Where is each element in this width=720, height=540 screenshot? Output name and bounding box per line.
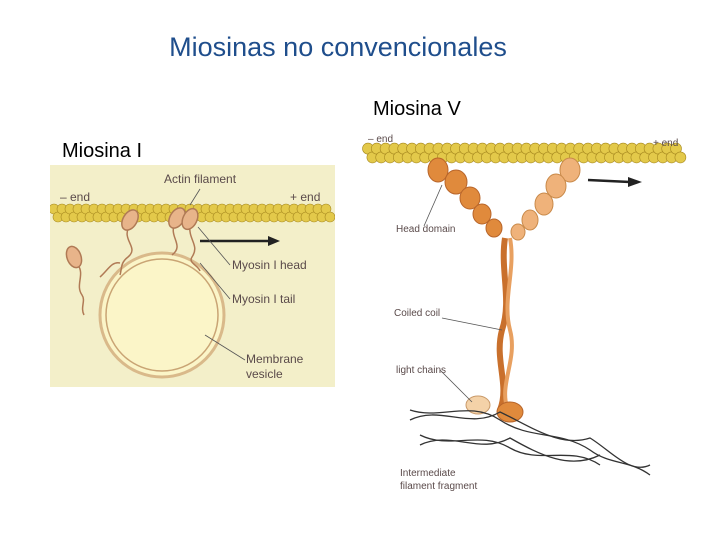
head-segment — [427, 157, 449, 183]
myosin-i-head-1 — [121, 209, 139, 231]
head-segment — [534, 192, 554, 216]
myosin-i-tail-1 — [119, 224, 133, 276]
head-segment — [521, 209, 539, 231]
coiled-coil-label: Coiled coil — [394, 308, 440, 319]
myosin-v-right-head — [510, 157, 581, 241]
vesicle-label: vesicle — [246, 367, 283, 381]
movement-arrow-v — [587, 178, 631, 184]
intermediate-label: Intermediate — [400, 468, 456, 479]
minus-end-label-v: – end — [368, 134, 393, 145]
filament-strand — [409, 409, 651, 476]
head-domain-label: Head domain — [396, 224, 455, 235]
coiled-coil-stalk-strand — [503, 237, 514, 411]
actin-bead — [674, 151, 687, 164]
filament-strand — [419, 437, 601, 462]
head-segment — [545, 173, 567, 199]
myosin-v-diagram: – end + end Head domain Coiled coil ligh… — [362, 134, 687, 492]
tail-globule — [496, 401, 524, 423]
myosin-i-tail-5 — [99, 261, 121, 278]
membrane-vesicle — [98, 251, 226, 379]
leader-head-domain — [423, 184, 443, 227]
myosin-v-label: Miosina V — [373, 98, 461, 120]
myosin-v-left-head — [427, 157, 503, 238]
movement-arrowhead-v — [628, 177, 642, 187]
filament-strand — [419, 434, 601, 466]
actin-bead — [324, 211, 335, 223]
head-segment — [510, 223, 526, 241]
head-segment — [485, 218, 503, 238]
myosin-i-head-4 — [65, 245, 83, 269]
slide-title: Miosinas no convencionales — [169, 32, 507, 62]
tail-globule — [465, 395, 491, 415]
filament-fragment-label: filament fragment — [400, 481, 477, 492]
membrane-label: Membrane — [246, 352, 304, 366]
myosin-i-motors — [65, 207, 201, 316]
leader-coiled-coil — [441, 317, 503, 331]
head-segment — [459, 186, 481, 210]
movement-arrowhead-i — [268, 236, 280, 246]
leader-vesicle — [204, 334, 246, 361]
filament-strand — [409, 411, 651, 468]
head-segment — [444, 169, 468, 195]
vesicle-inner-membrane — [105, 258, 219, 372]
plus-end-label-i: + end — [290, 190, 320, 204]
myosin-i-head-3 — [181, 207, 199, 231]
actin-filament-v — [362, 142, 687, 164]
light-chain-label: light chains — [396, 365, 446, 376]
leader-actin — [189, 188, 201, 206]
actin-filament-label: Actin filament — [164, 172, 237, 186]
myosin-i-tail-3 — [189, 224, 201, 272]
myosin-head-label: Myosin I head — [232, 258, 307, 272]
myosin-i-label: Miosina I — [62, 140, 143, 162]
leader-tail — [199, 262, 231, 300]
myosin-i-diagram: Actin filament – end + end Myosin I head… — [50, 165, 335, 387]
head-segment — [472, 203, 492, 225]
leader-head — [197, 226, 231, 266]
myosin-i-tail-4 — [77, 264, 85, 316]
leader-light-chain — [439, 369, 473, 403]
plus-end-label-v: + end — [653, 138, 678, 149]
myosin-tail-label: Myosin I tail — [232, 292, 295, 306]
minus-end-label-i: – end — [60, 190, 90, 204]
head-segment — [559, 157, 581, 183]
intermediate-filament — [409, 409, 651, 476]
